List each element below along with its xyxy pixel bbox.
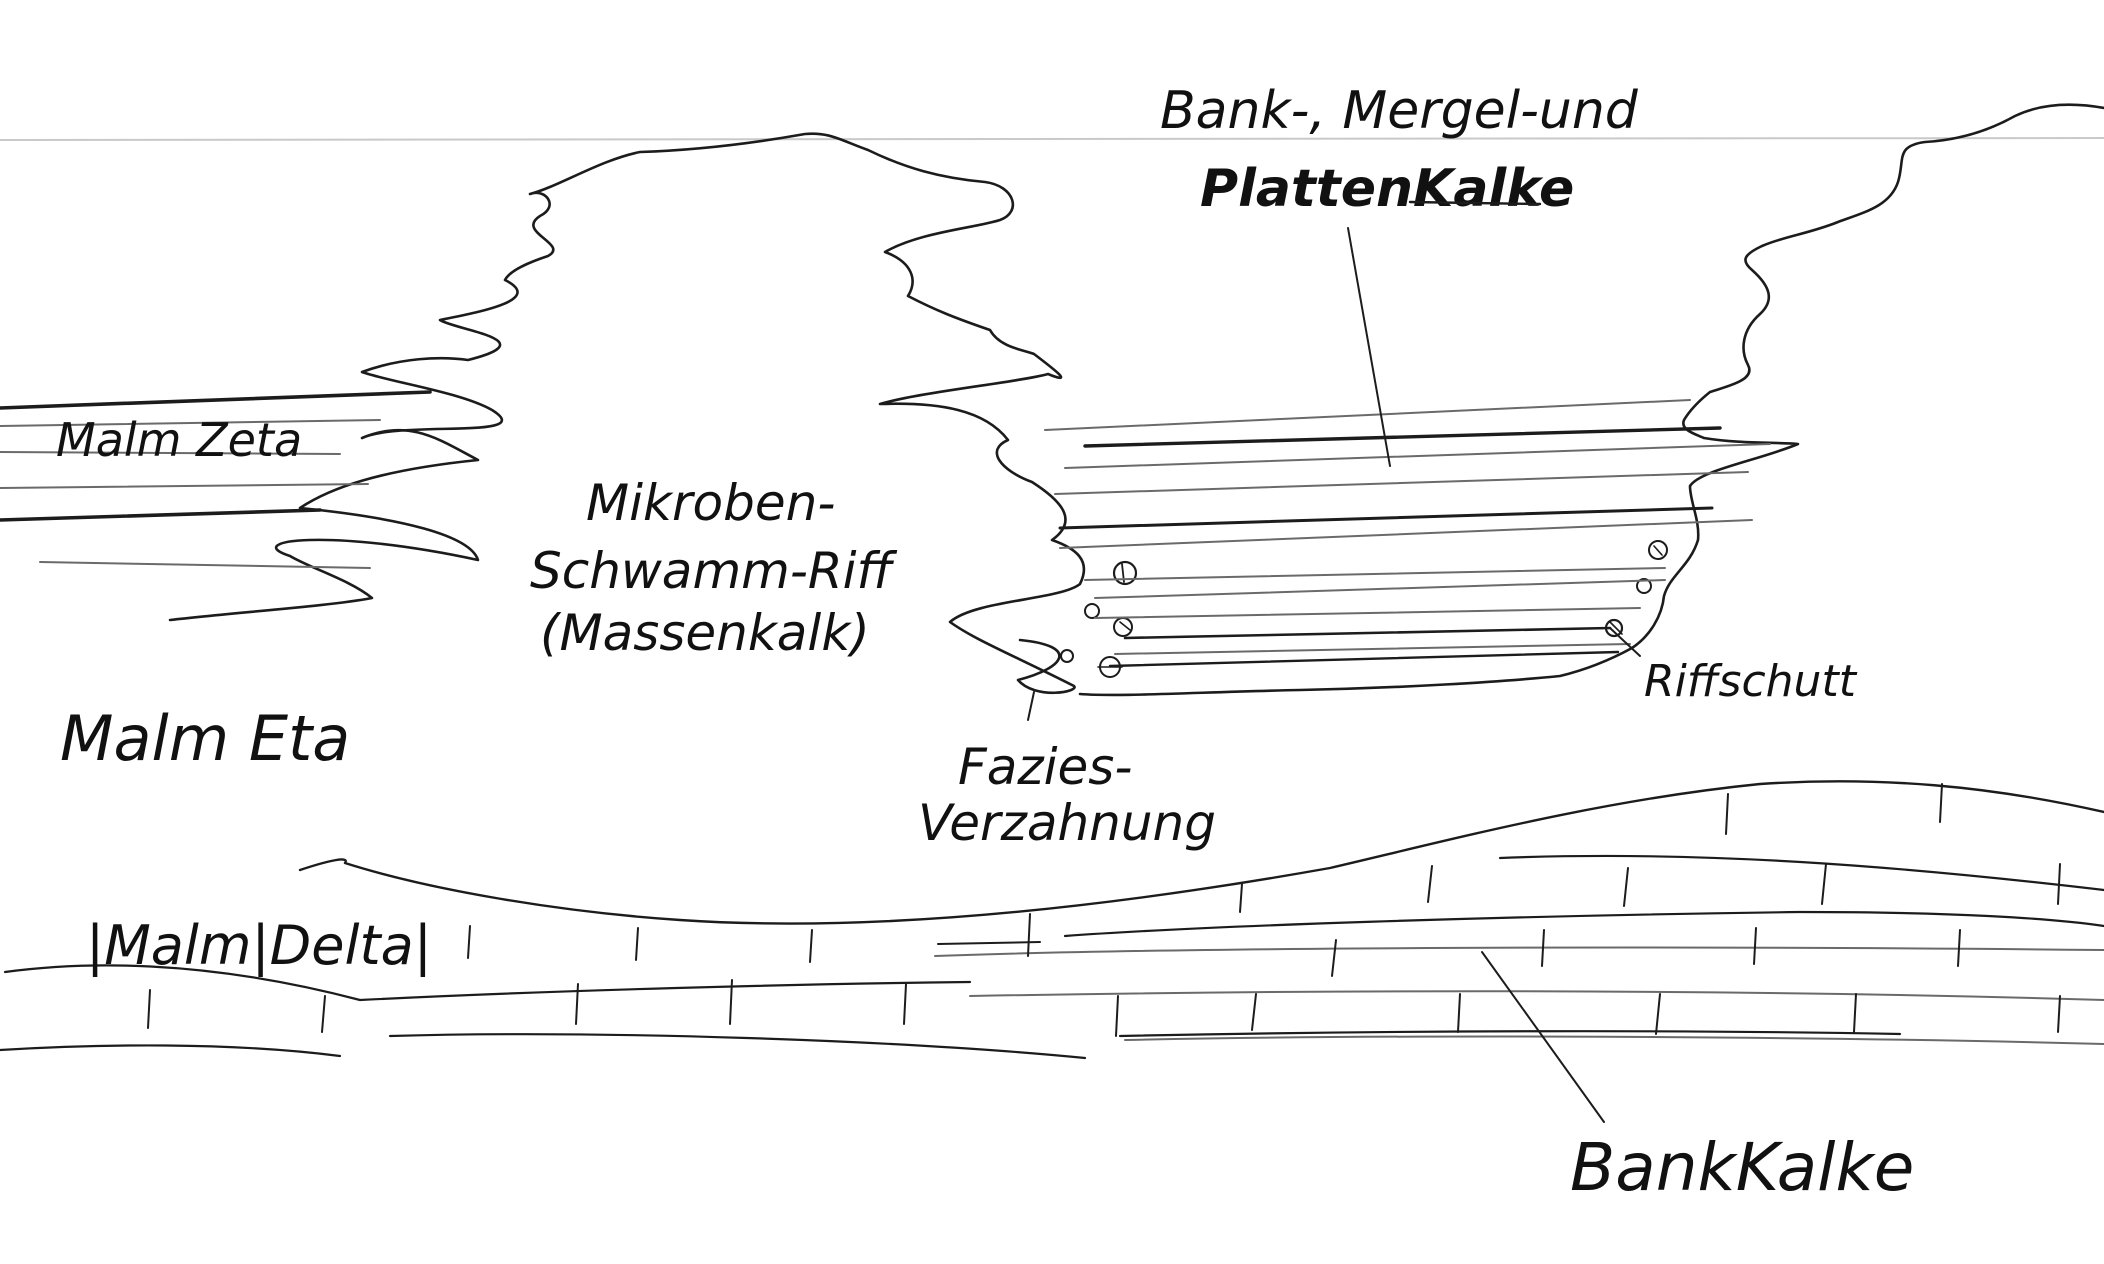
paper-rule-line	[0, 137, 2104, 141]
malm-delta-bed-6	[0, 1044, 342, 1058]
label-massenkalk: (Massenkalk)	[540, 604, 870, 662]
malm-delta-bed-5	[969, 990, 2104, 1001]
basin-strata	[1044, 399, 1771, 668]
reef-mound-outline	[168, 132, 1086, 695]
label-malm-zeta: Malm Zeta	[56, 413, 302, 467]
bed-joints	[147, 783, 2061, 1037]
malm-delta-top-surface	[298, 780, 2104, 925]
plattenkalke-underline	[1408, 200, 1542, 206]
label-schwamm-riff: Schwamm-Riff	[530, 542, 898, 600]
malm-delta-bed-3	[3, 964, 972, 1002]
label-riffschutt: Riffschutt	[1644, 656, 1858, 707]
label-verzahnung: Verzahnung	[918, 794, 1216, 852]
leader-fazies	[1027, 691, 1035, 721]
leader-bankkalke	[1481, 951, 1605, 1123]
malm-delta-bed-4	[934, 946, 2104, 957]
label-fazies: Fazies-	[958, 738, 1132, 796]
leader-riffschutt	[1609, 627, 1641, 657]
malm-delta-upper-bed	[1498, 854, 2104, 892]
malm-delta-bed-7	[388, 1033, 1087, 1060]
malm-delta-bed-9	[1118, 1030, 1902, 1038]
label-plattenkalke: PlattenKalke	[1200, 159, 1574, 219]
right-reef-outline	[1078, 103, 2104, 697]
label-bankkalke: BankKalke	[1570, 1129, 1914, 1206]
label-mikroben: Mikroben-	[586, 474, 835, 532]
malm-delta-bed-2	[1063, 910, 2104, 938]
label-malm-eta: Malm Eta	[60, 702, 350, 775]
label-malm-delta: |Malm|Delta|	[86, 914, 432, 977]
malm-delta-bed-8	[1124, 1035, 2104, 1045]
malm-zeta-strata	[0, 390, 432, 569]
label-bank-mergel: Bank-, Mergel-und	[1160, 81, 1639, 141]
leader-plattenkalke	[1347, 227, 1391, 467]
